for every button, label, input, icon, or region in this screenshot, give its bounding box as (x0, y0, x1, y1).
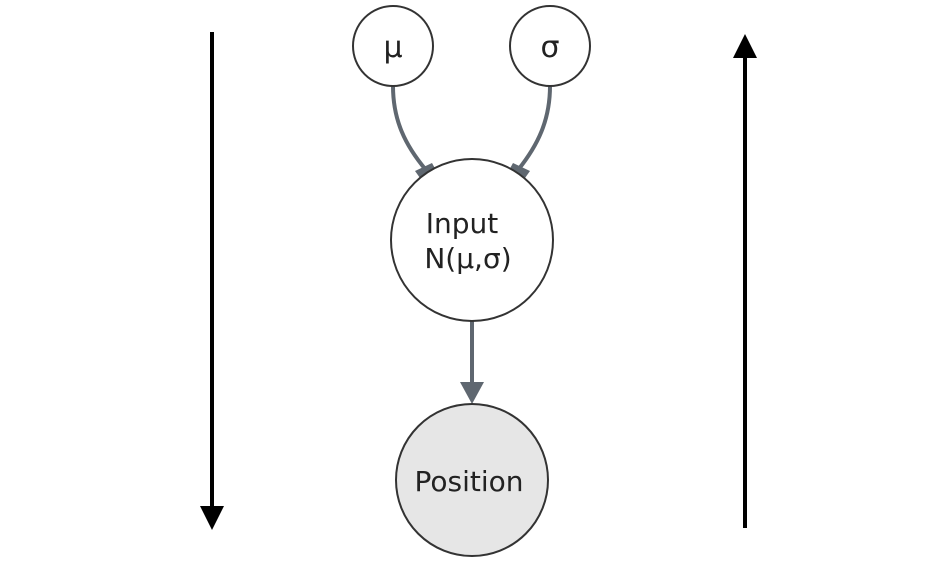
edge-mu-path (391, 85, 428, 172)
edge-mu-to-input (391, 85, 437, 178)
edge-position-head (460, 382, 484, 404)
right-arrow-head (733, 34, 757, 58)
node-position-circle (395, 403, 549, 557)
left-down-arrow (200, 32, 224, 530)
node-position: Position (395, 403, 549, 557)
edge-sigma-cap (508, 163, 530, 178)
node-sigma-label: σ (540, 30, 559, 65)
edge-mu-cap (415, 163, 437, 178)
right-up-arrow (733, 34, 757, 528)
node-sigma-circle (509, 5, 591, 87)
node-input: Input N(μ,σ) (390, 158, 554, 322)
edge-sigma-to-input (508, 85, 552, 178)
node-sigma: σ (509, 5, 591, 87)
node-input-label-line1: Input (426, 207, 499, 240)
node-input-label-line2: N(μ,σ) (424, 242, 511, 275)
node-mu-label: μ (383, 30, 402, 65)
node-position-label: Position (414, 465, 523, 498)
edge-sigma-path (516, 85, 552, 172)
node-mu-circle (352, 5, 434, 87)
node-input-circle (390, 158, 554, 322)
node-mu: μ (352, 5, 434, 87)
left-arrow-head (200, 506, 224, 530)
edge-input-to-position (460, 320, 484, 404)
